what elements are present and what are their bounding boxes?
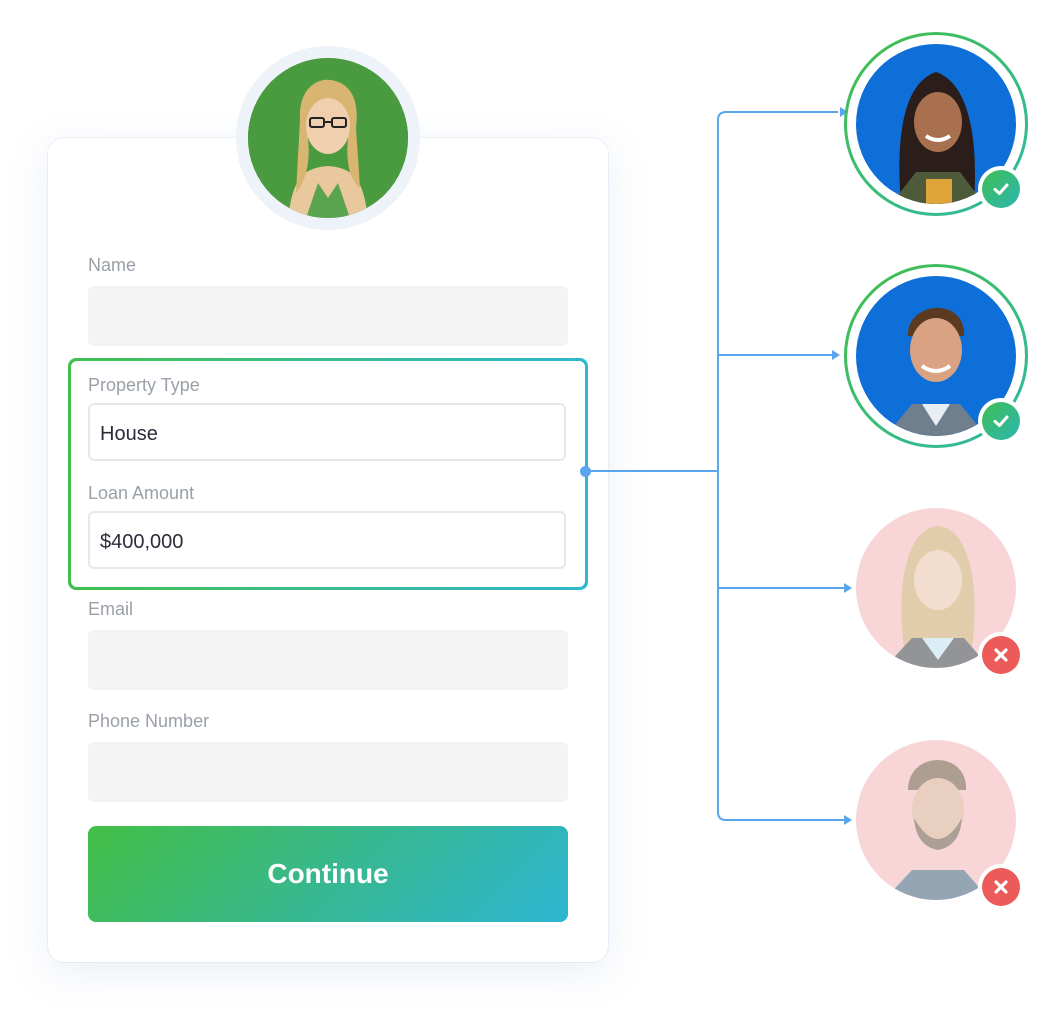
woman-with-glasses-avatar-icon [248,58,408,218]
x-icon [994,648,1008,662]
check-icon [993,415,1009,427]
property-type-label: Property Type [88,375,200,395]
loan-amount-input[interactable]: $400,000 [88,511,566,569]
applicant-avatar [248,58,408,218]
loan-amount-label: Loan Amount [88,483,195,503]
blonde-woman-avatar-icon [856,508,1016,668]
property-type-input[interactable]: House [88,403,566,461]
name-input[interactable] [88,286,568,346]
connector-origin-dot [580,466,591,477]
match-2-status-badge [978,398,1024,444]
match-3-status-badge [978,632,1024,678]
continue-button[interactable]: Continue [88,826,568,922]
phone-number-label: Phone Number [88,711,210,731]
email-label: Email [88,599,134,619]
name-label: Name [88,255,137,275]
match-4-status-badge [978,864,1024,910]
match-3-avatar [856,508,1016,668]
check-icon [993,183,1009,195]
x-icon [994,880,1008,894]
match-1-status-badge [978,166,1024,212]
email-input[interactable] [88,630,568,690]
phone-number-input[interactable] [88,742,568,802]
